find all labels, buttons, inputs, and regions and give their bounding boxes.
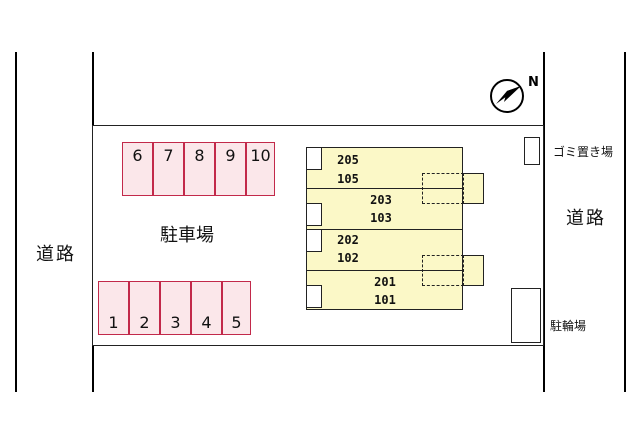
parking-space: 4	[191, 281, 222, 335]
north-letter: N	[528, 75, 539, 90]
parking-space: 7	[153, 142, 184, 196]
entrance-box	[306, 285, 322, 308]
entrance-box	[306, 147, 322, 170]
road-label-right: 道路	[566, 208, 606, 229]
unit-number-lower: 105	[337, 172, 359, 186]
north-arrow-icon: N	[490, 75, 539, 113]
unit-number-lower: 103	[370, 211, 392, 225]
bicycle-parking-box	[511, 288, 541, 343]
bicycle-parking-label: 駐輪場	[550, 319, 587, 333]
unit-number-upper: 202	[337, 233, 359, 247]
parking-label: 駐車場	[160, 225, 214, 246]
building-unit-balcony	[462, 255, 484, 286]
parking-space: 10	[246, 142, 275, 196]
parking-space: 8	[184, 142, 215, 196]
entrance-box	[306, 229, 322, 252]
road-line-right-outer	[624, 52, 626, 392]
parking-space: 1	[98, 281, 129, 335]
parking-space: 5	[222, 281, 251, 335]
road-label-left: 道路	[36, 244, 76, 265]
unit-number-upper: 203	[370, 193, 392, 207]
parking-space: 6	[122, 142, 153, 196]
unit-number-lower: 102	[337, 251, 359, 265]
garbage-area-label: ゴミ置き場	[553, 145, 614, 159]
entrance-box	[306, 203, 322, 226]
parking-space: 2	[129, 281, 160, 335]
unit-number-upper: 205	[337, 153, 359, 167]
building-unit-balcony	[462, 173, 484, 204]
dashed-outline	[422, 255, 464, 286]
garbage-area-box	[524, 137, 540, 165]
unit-number-upper: 201	[374, 275, 396, 289]
parking-space: 3	[160, 281, 191, 335]
dashed-outline	[422, 173, 464, 204]
building-unit	[306, 270, 463, 310]
road-line-right-inner	[543, 52, 545, 392]
road-line-left-outer	[15, 52, 17, 392]
parking-space: 9	[215, 142, 246, 196]
unit-number-lower: 101	[374, 293, 396, 307]
